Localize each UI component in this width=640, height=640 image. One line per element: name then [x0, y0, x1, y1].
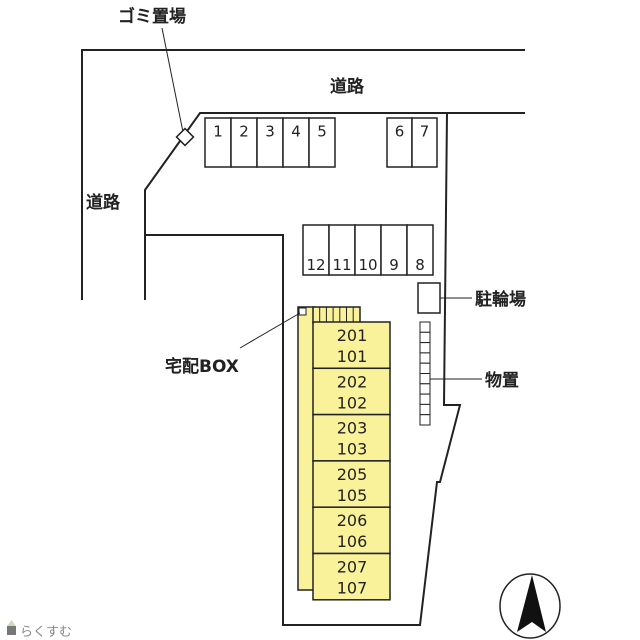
unit-upper: 203 [337, 419, 368, 438]
delivery-leader [239, 312, 301, 349]
unit-upper: 206 [337, 511, 368, 530]
watermark: らくすむ [20, 625, 72, 640]
unit-lower: 103 [337, 440, 368, 459]
delivery-box-label: 宅配BOX [165, 356, 239, 377]
trash-area [175, 127, 195, 147]
storage-unit [419, 352, 431, 364]
north-arrow-icon [499, 573, 561, 639]
storage-unit [419, 321, 431, 333]
parking-number: 10 [358, 256, 377, 274]
storage-unit [419, 342, 431, 354]
parking-space [328, 224, 356, 276]
storage-label: 物置 [485, 370, 519, 391]
unit-lower: 106 [337, 532, 368, 551]
unit-upper: 207 [337, 558, 368, 577]
parking-number: 2 [239, 123, 249, 141]
unit-upper: 205 [337, 465, 368, 484]
parking-space [380, 224, 408, 276]
unit-lower: 107 [337, 579, 368, 598]
unit-lower: 105 [337, 486, 368, 505]
parking-space [204, 117, 232, 168]
parking-number: 5 [317, 123, 327, 141]
parking-number: 11 [332, 256, 351, 274]
parking-number: 8 [415, 256, 425, 274]
storage-unit [419, 373, 431, 385]
lot-boundary [145, 112, 462, 626]
watermark-logo-icon [7, 620, 16, 635]
parking-space [386, 117, 413, 168]
trash-leader [161, 27, 184, 133]
storage-unit [419, 383, 431, 395]
storage-unit [419, 362, 431, 375]
stairs [312, 306, 361, 324]
road-left-label: 道路 [86, 192, 121, 213]
corridor [297, 306, 315, 591]
storage-unit [419, 403, 431, 416]
unit-upper: 201 [337, 326, 368, 345]
road-outer-edge [81, 49, 525, 300]
parking-space [354, 224, 382, 276]
storage-unit [419, 331, 431, 344]
storage-unit [419, 393, 431, 405]
road-inner-edge [144, 112, 525, 300]
storage-units [419, 321, 431, 426]
parking-space [406, 224, 434, 276]
bicycle-parking [417, 282, 441, 314]
parking-number: 1 [213, 123, 223, 141]
parking-space [282, 117, 310, 168]
parking-space [411, 117, 438, 168]
parking-number: 7 [420, 123, 430, 141]
unit-lower: 101 [337, 347, 368, 366]
storage-unit [419, 414, 431, 426]
roads [81, 49, 525, 626]
parking-space [302, 224, 330, 276]
parking-number: 9 [389, 256, 399, 274]
parking-number: 4 [291, 123, 301, 141]
parking-number: 6 [395, 123, 405, 141]
parking-space [308, 117, 336, 168]
delivery-box [298, 307, 307, 316]
unit-lower: 102 [337, 393, 368, 412]
road-top-label: 道路 [330, 76, 365, 97]
trash-label: ゴミ置場 [118, 6, 186, 27]
bicycle-label: 駐輪場 [475, 289, 526, 310]
parking-number: 3 [265, 123, 275, 141]
unit-upper: 202 [337, 372, 368, 391]
parking-number: 12 [306, 256, 325, 274]
